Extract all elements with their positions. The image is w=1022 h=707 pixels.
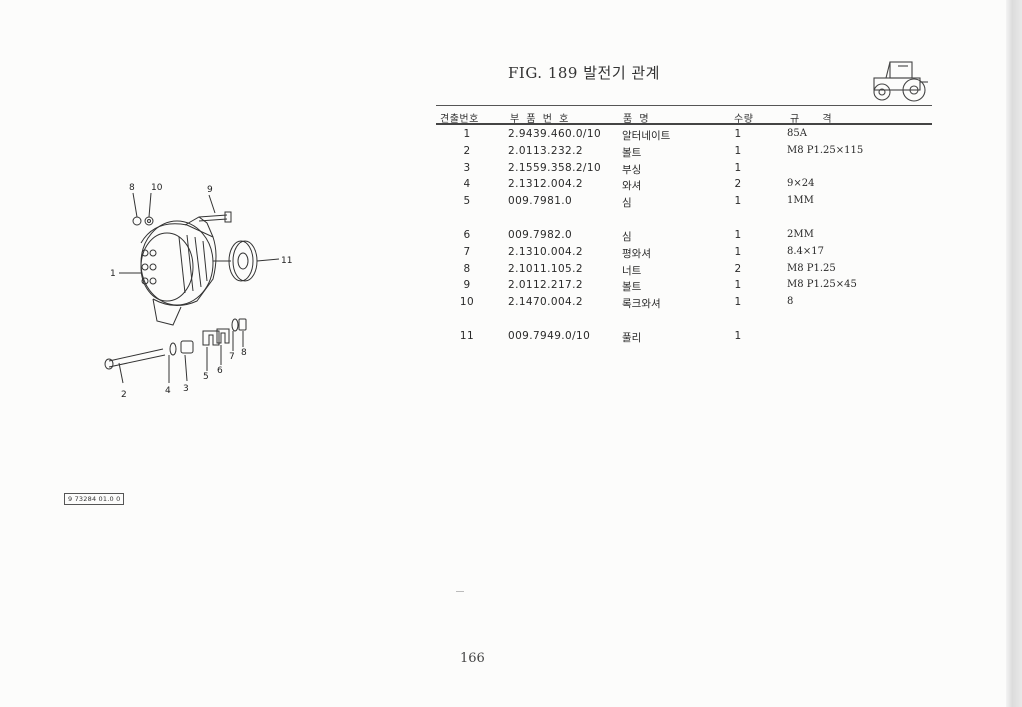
cell-name: 알터네이트 <box>622 130 671 142</box>
cell-name: 부싱 <box>622 163 642 176</box>
cell-no: 4 <box>463 178 471 191</box>
cell-no: 7 <box>463 245 471 258</box>
header-name: 품 명 <box>623 114 651 125</box>
callout-8: 8 <box>129 183 135 193</box>
cell-name: 와셔 <box>622 180 642 193</box>
header-part-no: 부 품 번 호 <box>510 114 571 125</box>
header-spec: 규 격 <box>790 114 842 125</box>
cell-name: 평와셔 <box>622 247 651 260</box>
cell-spec: 9×24 <box>787 178 815 190</box>
page-number: 166 <box>460 651 485 666</box>
callout-11: 11 <box>281 256 292 266</box>
cell-part-no: 2.1310.004.2 <box>508 245 583 258</box>
cell-no: 3 <box>463 161 471 174</box>
cell-qty: 2 <box>734 178 742 191</box>
callout-8b: 8 <box>241 348 247 358</box>
cell-no: 1 <box>463 128 471 140</box>
cell-name: 풀리 <box>622 332 642 344</box>
cell-name: 심 <box>622 197 632 210</box>
cell-part-no: 2.1312.004.2 <box>508 178 583 191</box>
cell-qty: 1 <box>734 245 742 258</box>
cell-no: 6 <box>463 229 471 241</box>
callout-1: 1 <box>110 269 116 279</box>
cell-spec: 8.4×17 <box>787 245 825 257</box>
callout-4: 4 <box>165 386 171 396</box>
cell-part-no: 009.7949.0/10 <box>508 330 591 342</box>
header-qty: 수량 <box>734 114 754 125</box>
cell-part-no: 009.7981.0 <box>508 195 573 208</box>
cell-spec: M8 P1.25×45 <box>787 279 857 291</box>
cell-name: 볼트 <box>622 281 642 294</box>
cell-qty: 1 <box>734 161 742 174</box>
cell-spec: M8 P1.25 <box>787 262 836 274</box>
cell-qty: 1 <box>734 128 742 140</box>
cell-spec: 1MM <box>787 195 814 207</box>
cell-qty: 1 <box>734 229 742 241</box>
cell-name: 볼트 <box>622 146 642 159</box>
table-header-rule <box>436 123 932 125</box>
cell-qty: 2 <box>734 262 742 275</box>
cell-spec: 8 <box>787 296 794 308</box>
tractor-icon <box>873 61 928 102</box>
cell-spec: M8 P1.25×115 <box>787 144 864 156</box>
drawing-reference-code: 9 73284 01.0 0 <box>64 493 125 505</box>
cell-no: 9 <box>463 279 471 292</box>
cell-qty: 1 <box>734 279 742 292</box>
cell-name: 심 <box>622 231 632 243</box>
cell-part-no: 009.7982.0 <box>508 229 573 241</box>
page-edge <box>1006 0 1022 707</box>
alternator-exploded-drawing: 8 10 9 1 11 2 4 3 5 6 7 8 <box>104 183 292 400</box>
callout-2: 2 <box>121 390 127 400</box>
cell-no: 8 <box>463 262 471 275</box>
callout-9: 9 <box>207 185 213 195</box>
cell-no: 11 <box>459 330 475 342</box>
callout-10: 10 <box>151 183 163 193</box>
header-no: 견출번호 <box>440 114 479 125</box>
callout-3: 3 <box>183 384 189 394</box>
callout-7: 7 <box>229 352 235 362</box>
cell-part-no: 2.0112.217.2 <box>508 279 583 292</box>
cell-name: 너트 <box>622 264 642 277</box>
cell-qty: 1 <box>734 330 742 342</box>
figure-title: FIG. 189 발전기 관계 <box>508 64 660 82</box>
cell-spec: 2MM <box>787 229 814 240</box>
cell-part-no: 2.0113.232.2 <box>508 144 583 157</box>
table-top-rule <box>436 105 932 106</box>
cell-part-no: 2.1011.105.2 <box>508 262 583 275</box>
cell-qty: 1 <box>734 195 742 208</box>
cell-spec: 85A <box>787 128 807 139</box>
cell-part-no: 2.1559.358.2/10 <box>508 161 602 174</box>
callout-6: 6 <box>217 366 223 376</box>
callout-5: 5 <box>203 372 209 382</box>
margin-mark <box>456 591 464 592</box>
cell-name: 록크와셔 <box>622 298 661 311</box>
cell-qty: 1 <box>734 296 742 309</box>
cell-qty: 1 <box>734 144 742 157</box>
cell-no: 5 <box>463 195 471 208</box>
cell-no: 2 <box>463 144 471 157</box>
cell-part-no: 2.1470.004.2 <box>508 296 583 309</box>
cell-part-no: 2.9439.460.0/10 <box>508 128 602 140</box>
cell-no: 10 <box>459 296 475 309</box>
